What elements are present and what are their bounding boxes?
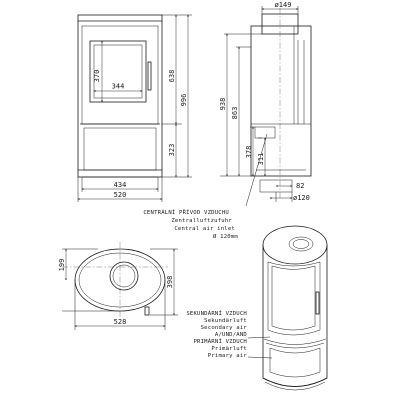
air-legend-line-5: PRIMÁRNÍ VZDUCH [193,337,247,345]
air-legend-line-3: Secondary air [201,325,248,331]
dim-air-inlet-height-2: 311 [257,153,265,166]
dim-glass-width: 344 [112,83,125,91]
dim-glass-height: 370 [93,70,101,83]
door-handle [147,61,152,91]
dim-lower-height: 323 [168,144,176,157]
top-handle [144,306,150,316]
door-glass [89,40,147,103]
central-air-line-3: Central air inlet [174,226,235,232]
dim-top-depth-front: 199 [58,259,66,272]
central-air-line-4: Ø 120mm [213,233,238,240]
air-legend: SEKUNDÁRNÍ VZDUCH Sekundärluft Secondary… [186,309,247,359]
perspective-drawer [269,347,321,378]
top-view: 199 398 528 [58,242,178,330]
dim-rear-outlet-height: 863 [231,107,239,120]
air-legend-line-1: SEKUNDÁRNÍ VZDUCH [186,309,247,317]
perspective-flue [288,236,314,252]
perspective-top [262,225,328,265]
dim-total-width: 520 [114,191,127,199]
air-legend-line-7: Primary air [208,353,248,359]
central-air-line-1: CENTRÁLNÍ PŘÍVOD VZDUCHU [143,208,229,216]
front-view: 370 344 638 323 996 434 520 [77,14,192,202]
perspective-view [247,225,328,391]
dim-top-depth-total: 398 [166,276,174,289]
dim-air-inlet-diameter: ø120 [293,194,310,202]
rear-air-inlet [254,126,276,139]
lower-compartment [83,127,157,171]
top-flue-opening [109,261,139,291]
dim-air-inlet-offset: 82 [296,182,304,190]
dim-air-inlet-height-1: 378 [245,146,253,159]
central-air-label: CENTRÁLNÍ PŘÍVOD VZDUCHU Zentralluftzufu… [143,208,238,240]
air-legend-line-6: Primärluft [211,346,247,352]
perspective-glass [271,265,316,331]
side-body-outline [250,25,312,177]
side-view: ø149 938 863 378 311 82 ø120 [219,1,312,207]
dim-inner-width: 434 [114,181,127,189]
perspective-handle [315,291,320,315]
front-body-outline [77,14,163,178]
dim-total-height: 996 [180,94,188,107]
dim-flue-height: 938 [219,98,227,111]
perspective-door [267,261,321,336]
central-air-line-2: Zentralluftzufuhr [171,218,232,224]
dim-top-width: 528 [114,318,127,326]
air-legend-line-4: A/UND/AND [215,332,248,338]
dim-flue-diameter: ø149 [275,1,292,9]
air-legend-line-2: Sekundärluft [204,318,247,324]
dim-upper-height: 638 [168,70,176,83]
